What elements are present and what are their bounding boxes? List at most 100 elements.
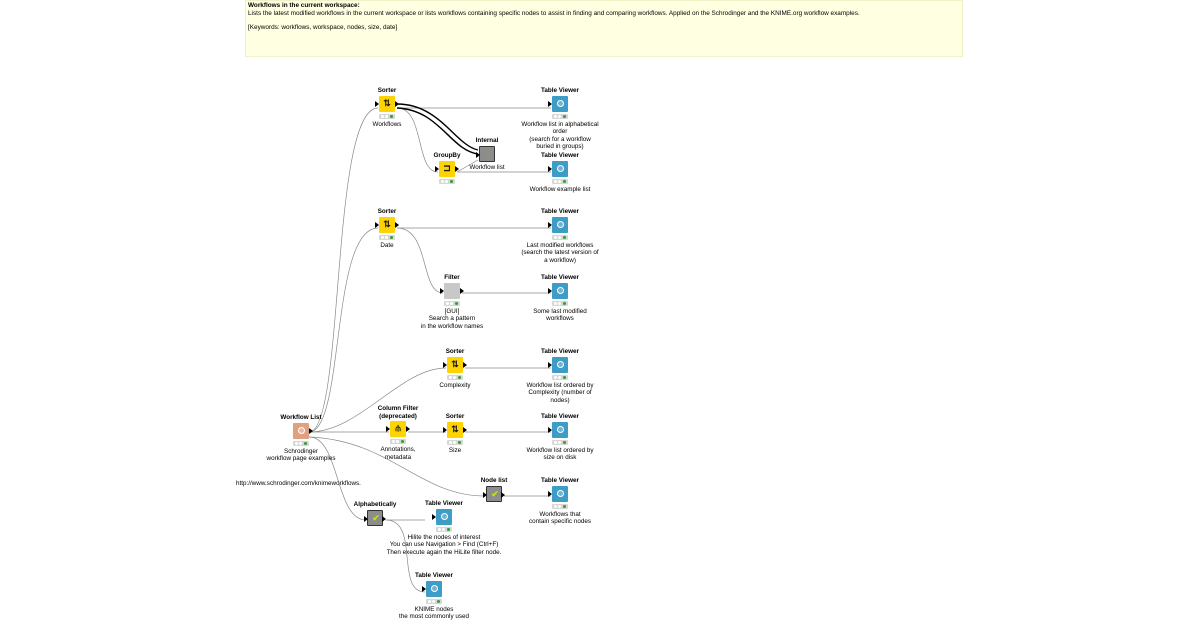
metanode-check-icon: ✔ <box>364 509 386 526</box>
sort-icon: ⇅ <box>375 95 399 112</box>
connection-edge <box>385 519 426 593</box>
view-icon <box>548 356 568 373</box>
node-title: Sorter <box>377 208 397 215</box>
sort-icon: ⇅ <box>375 216 399 233</box>
node-table-viewer-4[interactable]: Table Viewer Some last modified workflow… <box>520 274 600 323</box>
node-status <box>426 598 442 604</box>
node-desc: KNIME nodes the most commonly used <box>399 605 469 621</box>
node-status <box>444 300 460 306</box>
source-icon <box>293 422 313 439</box>
node-status <box>379 234 395 240</box>
sort-icon: ⇅ <box>443 356 467 373</box>
view-icon <box>548 95 568 112</box>
metanode-check-icon: ✔ <box>483 485 505 502</box>
node-desc: Workflow list ordered by Complexity (num… <box>526 381 594 404</box>
node-status <box>293 440 309 446</box>
node-title: Table Viewer <box>541 87 579 94</box>
node-table-viewer-6[interactable]: Table Viewer Workflow list ordered by si… <box>520 413 600 462</box>
node-desc: Last modified workflows (search the late… <box>521 241 599 264</box>
node-desc: Schrodinger workflow page examples <box>266 447 336 463</box>
annotation-title: Workflows in the current workspace: <box>248 2 360 9</box>
view-icon <box>422 580 442 597</box>
node-title: Table Viewer <box>541 274 579 281</box>
node-status <box>436 526 452 532</box>
node-title: Table Viewer <box>541 348 579 355</box>
node-desc: Hilite the nodes of interest You can use… <box>386 533 502 556</box>
node-title: Sorter <box>377 87 397 94</box>
node-desc: Workflows <box>372 120 402 128</box>
node-groupby[interactable]: GroupBy ⊐ <box>407 152 487 184</box>
connection-edge <box>308 367 447 433</box>
node-desc: Size <box>448 446 462 454</box>
node-table-viewer-9[interactable]: Table Viewer KNIME nodes the most common… <box>394 572 474 621</box>
node-table-viewer-5[interactable]: Table Viewer Workflow list ordered by Co… <box>520 348 600 404</box>
connection-edge <box>396 107 439 173</box>
annotation-body: Lists the latest modified workflows in t… <box>248 9 860 17</box>
node-status <box>552 113 568 119</box>
connection-edge <box>308 227 379 433</box>
node-title: Node list <box>480 477 508 484</box>
node-title: Table Viewer <box>415 572 453 579</box>
node-title: Column Filter (deprecated) <box>377 405 419 420</box>
node-desc: Complexity <box>439 381 471 389</box>
node-title: Table Viewer <box>425 500 463 507</box>
node-alphabetically[interactable]: Alphabetically ✔ <box>335 501 415 526</box>
node-title: Alphabetically <box>353 501 397 508</box>
node-sorter-date[interactable]: Sorter ⇅ Date <box>347 208 427 249</box>
column-filter-icon: ⫛ <box>386 421 410 438</box>
node-status <box>552 439 568 445</box>
metanode-icon: ◌ <box>476 145 495 162</box>
view-icon <box>432 508 452 525</box>
node-sorter-workflows[interactable]: Sorter ⇅ Workflows <box>347 87 427 128</box>
view-icon <box>548 485 568 502</box>
node-title: Table Viewer <box>541 477 579 484</box>
node-desc: Workflow list ordered by size on disk <box>526 446 594 462</box>
node-title: Table Viewer <box>541 152 579 159</box>
node-desc: [GUI] Search a pattern in the workflow n… <box>420 307 484 330</box>
groupby-icon: ⊐ <box>435 160 459 177</box>
node-status <box>447 374 463 380</box>
node-title: Internal <box>475 137 499 144</box>
node-title: Filter <box>444 274 460 281</box>
node-filter[interactable]: Filter [GUI] Search a pattern in the wor… <box>412 274 492 330</box>
node-status <box>439 178 455 184</box>
node-title: Sorter <box>445 348 465 355</box>
node-title: Sorter <box>445 413 465 420</box>
annotation-keywords: [Keywords: workflows, workspace, nodes, … <box>248 24 398 32</box>
node-desc: Date <box>380 241 394 249</box>
view-icon <box>548 160 568 177</box>
source-url-label: http://www.schrodinger.com/knimeworkflow… <box>236 480 361 487</box>
node-workflow-list[interactable]: Workflow List Schrodinger workflow page … <box>261 414 341 463</box>
node-table-viewer-1[interactable]: Table Viewer Workflow list in alphabetic… <box>520 87 600 151</box>
node-sorter-complexity[interactable]: Sorter ⇅ Complexity <box>415 348 495 389</box>
node-desc: Workflow list <box>469 163 505 171</box>
node-desc: Some last modified workflows <box>533 307 587 323</box>
node-table-viewer-7[interactable]: Table Viewer Workflows that contain spec… <box>520 477 600 526</box>
node-desc: Workflow example list <box>529 185 591 193</box>
connection-edge <box>456 159 479 173</box>
node-table-viewer-3[interactable]: Table Viewer Last modified workflows (se… <box>520 208 600 264</box>
connection-edge-bold <box>396 107 479 155</box>
sort-icon: ⇅ <box>443 421 467 438</box>
connection-edge <box>396 227 444 294</box>
view-icon <box>548 421 568 438</box>
node-status <box>390 439 406 445</box>
node-title: GroupBy <box>433 152 461 159</box>
node-status <box>552 234 568 240</box>
node-internal-metanode[interactable]: Internal ◌ Workflow list <box>447 137 527 171</box>
node-title: Table Viewer <box>541 208 579 215</box>
node-node-list[interactable]: Node list ✔ <box>454 477 534 502</box>
node-status <box>552 503 568 509</box>
node-sorter-size[interactable]: Sorter ⇅ Size <box>415 413 495 454</box>
node-status <box>552 374 568 380</box>
node-desc: Annotations, metadata <box>380 446 416 461</box>
node-desc: Workflow list in alphabetical order (sea… <box>521 120 599 151</box>
node-title: Workflow List <box>280 414 322 421</box>
node-table-viewer-2[interactable]: Table Viewer Workflow example list <box>520 152 600 193</box>
node-column-filter[interactable]: Column Filter (deprecated) ⫛ Annotations… <box>358 405 438 461</box>
node-table-viewer-8[interactable]: Table Viewer Hilite the nodes of interes… <box>387 500 502 556</box>
connection-edge-bold <box>396 103 479 151</box>
connection-edge <box>308 107 379 433</box>
connection-edge <box>308 436 485 497</box>
